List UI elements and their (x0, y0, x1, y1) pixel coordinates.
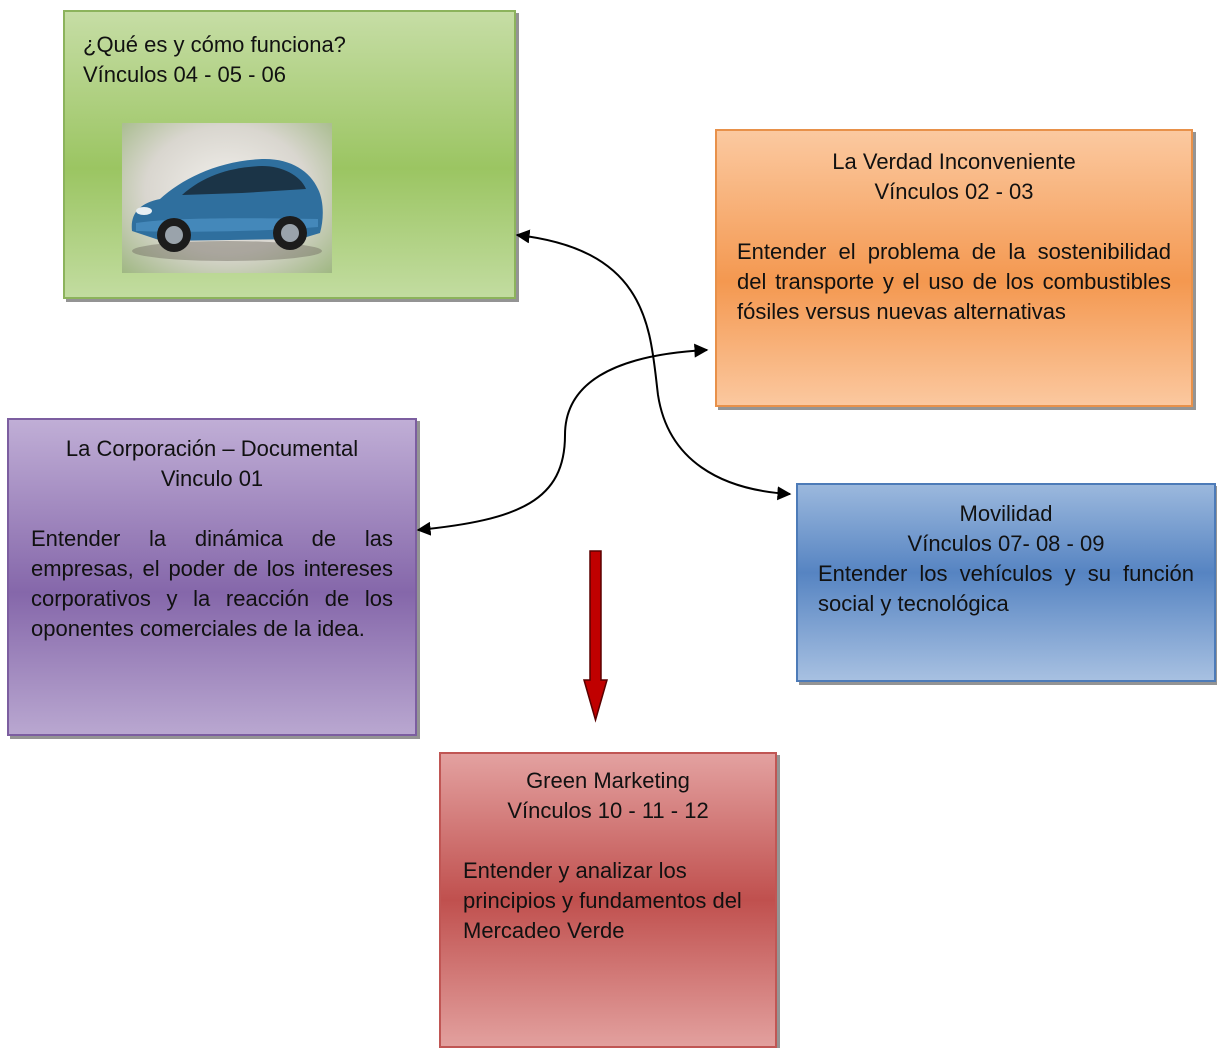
node-green-marketing: Green Marketing Vínculos 10 - 11 - 12 En… (439, 752, 777, 1048)
node-description: Entender los vehículos y su función soci… (818, 561, 1194, 616)
node-que-es-y-como-funciona: ¿Qué es y cómo funciona? Vínculos 04 - 0… (63, 10, 516, 299)
node-subtitle: Vínculos 10 - 11 - 12 (507, 798, 709, 823)
down-arrow-to-green-marketing (583, 550, 608, 723)
node-title: Green Marketing (526, 768, 690, 793)
node-la-verdad-inconveniente: La Verdad Inconveniente Vínculos 02 - 03… (715, 129, 1193, 407)
edge-purple-to-orange (416, 343, 709, 536)
node-subtitle: Vínculos 07- 08 - 09 (907, 531, 1105, 556)
node-movilidad: Movilidad Vínculos 07- 08 - 09 Entender … (796, 483, 1216, 682)
node-subtitle: Vínculos 02 - 03 (874, 179, 1034, 204)
node-description: Entender la dinámica de las empresas, el… (31, 526, 393, 641)
node-description: Entender el problema de la sostenibilida… (737, 239, 1171, 324)
node-title: La Corporación – Documental (65, 436, 359, 461)
node-title: ¿Qué es y cómo funciona? (83, 32, 346, 57)
edge-green-to-blue (515, 229, 792, 501)
node-subtitle: Vínculos 04 - 05 - 06 (83, 62, 287, 87)
node-la-corporacion: La Corporación – Documental Vinculo 01 E… (7, 418, 417, 736)
node-title: Movilidad (959, 501, 1053, 526)
node-description: Entender y analizar los principios y fun… (463, 858, 742, 943)
node-title: La Verdad Inconveniente (832, 149, 1076, 174)
node-subtitle: Vinculo 01 (160, 466, 264, 491)
car-photo (122, 123, 332, 273)
